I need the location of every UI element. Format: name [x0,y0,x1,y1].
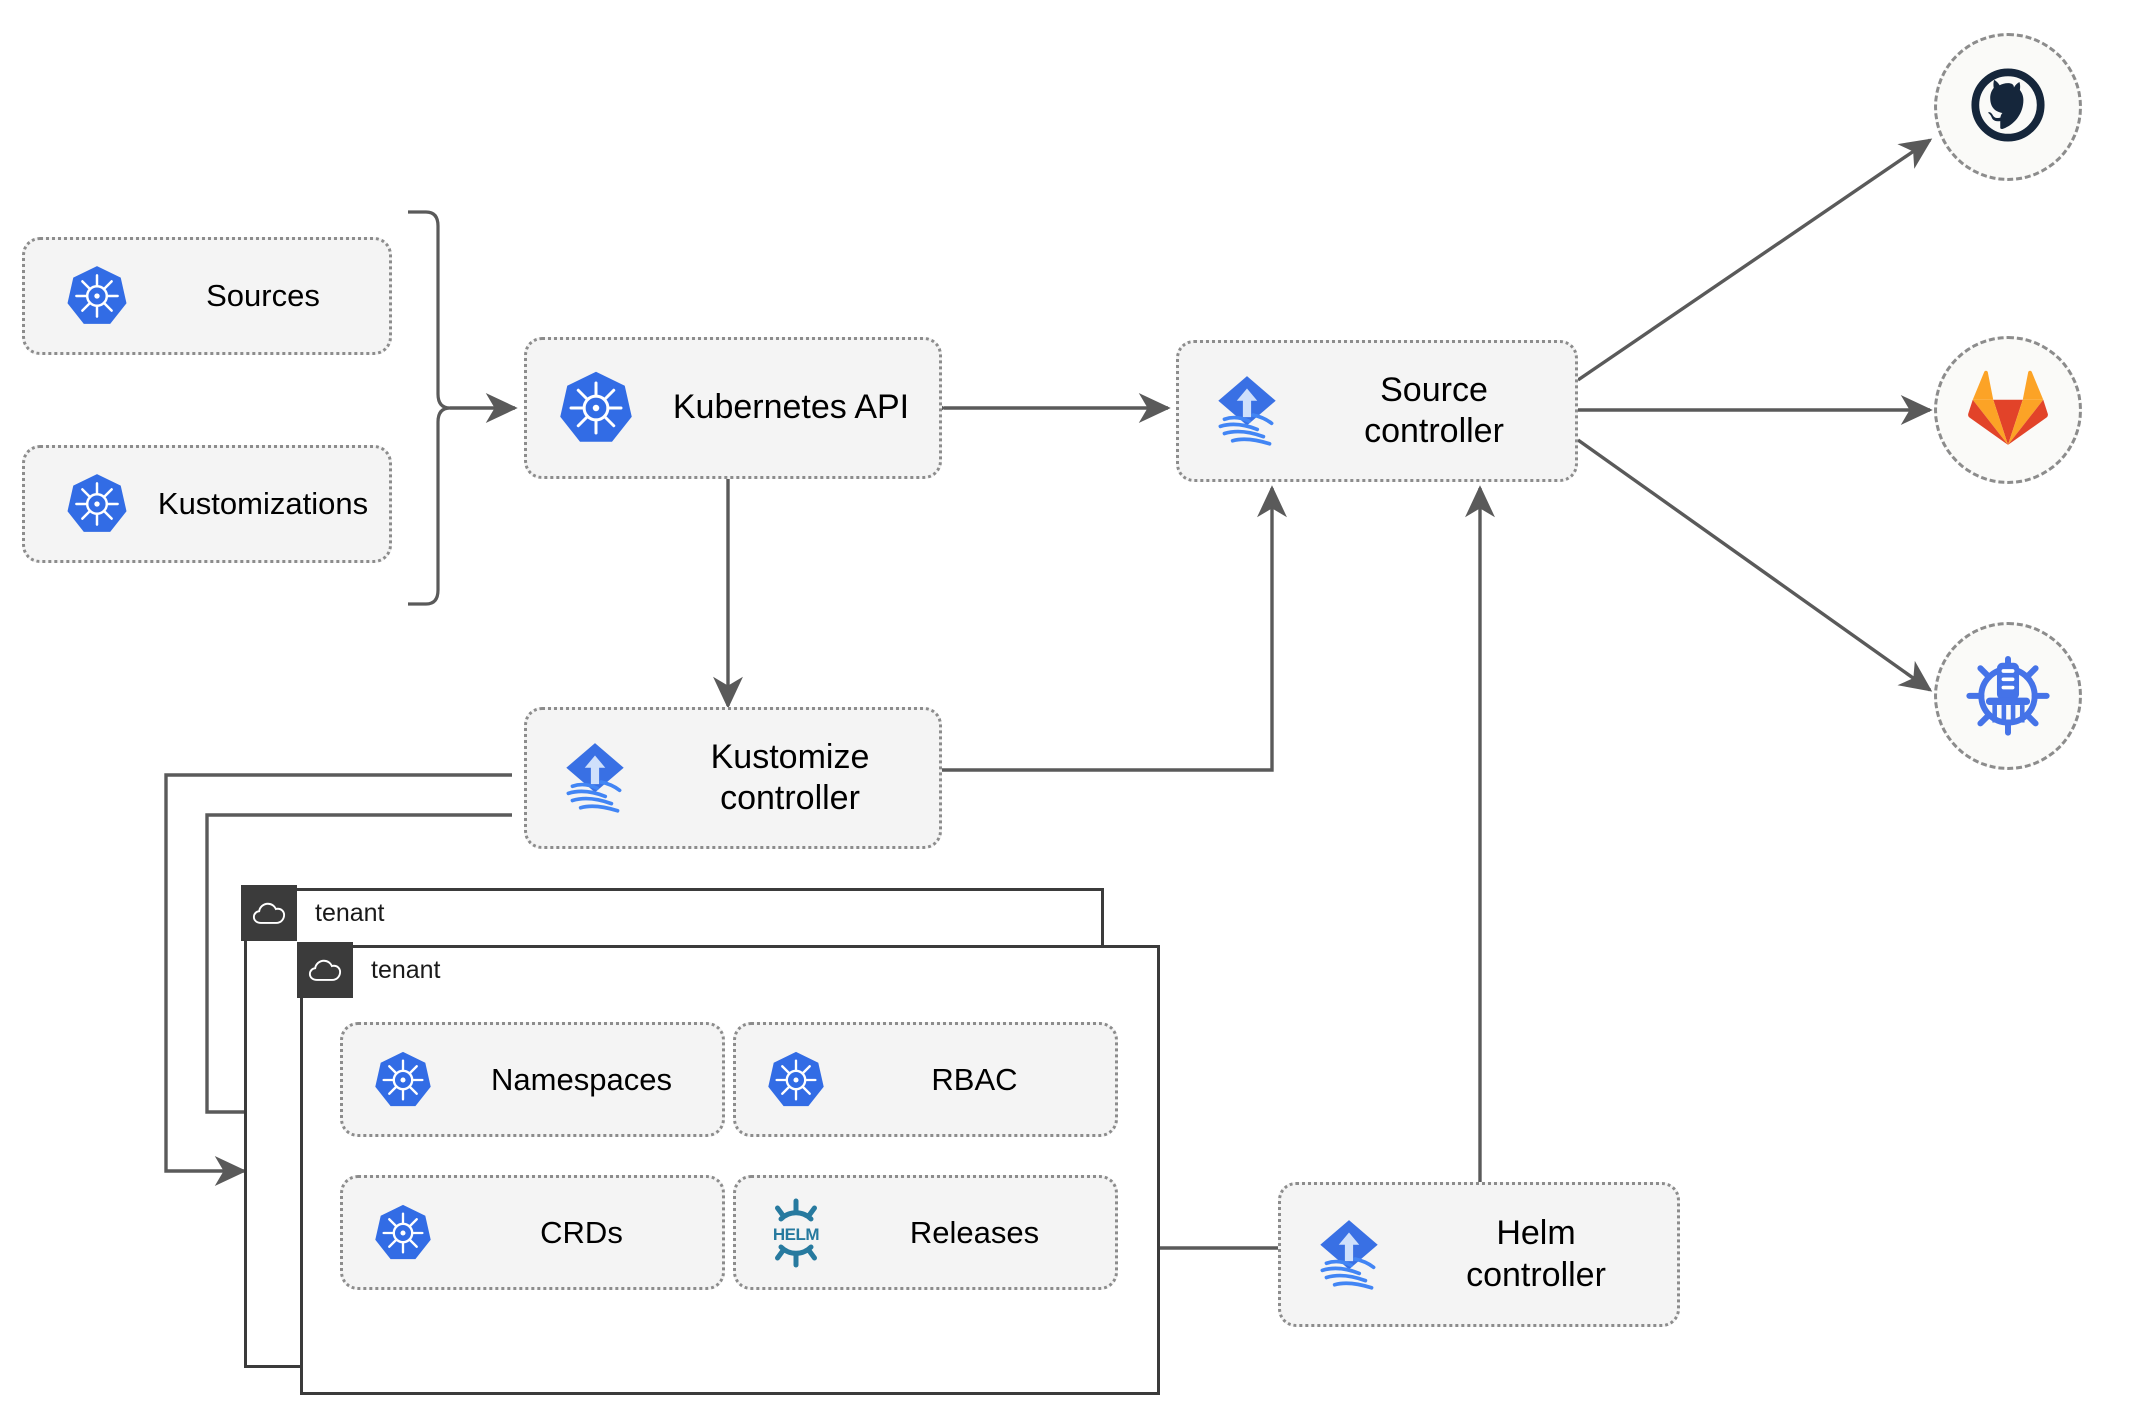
node-kubernetes-api[interactable]: Kubernetes API [524,337,942,479]
node-namespaces-label: Namespaces [491,1061,672,1097]
arrow-source-controller-to-helm-repository [1577,438,1933,692]
node-kustomize-controller-label: Kustomize controller [710,737,870,817]
node-crds-label: CRDs [540,1214,623,1250]
flux-icon [1193,370,1301,452]
node-rbac[interactable]: RBAC [733,1022,1118,1137]
cloud-icon [297,942,353,998]
provider-github[interactable] [1934,33,2082,181]
flux-icon [1295,1214,1403,1296]
kubernetes-icon [49,471,145,537]
helm-repository-icon [1962,648,2054,745]
tenant-inner[interactable] [300,945,1160,1395]
node-releases[interactable]: HELM Releases [733,1175,1118,1290]
kubernetes-icon [357,1049,449,1111]
node-sources-label: Sources [206,278,320,314]
flux-icon [541,737,649,819]
svg-text:HELM: HELM [773,1225,820,1244]
kubernetes-icon [541,368,651,448]
node-source-controller[interactable]: Source controller [1176,340,1578,482]
tenant-outer-header: tenant [241,885,385,941]
tenant-inner-header: tenant [297,942,441,998]
arrow-kustomize-controller-to-source-controller [940,485,1287,772]
kubernetes-icon [750,1049,842,1111]
arrow-kustomize-controller-to-tenant-outer [164,773,512,1186]
node-rbac-label: RBAC [931,1061,1018,1097]
node-kustomize-controller[interactable]: Kustomize controller [524,707,942,849]
node-sources[interactable]: Sources [22,237,392,355]
tenant-inner-label: tenant [371,955,441,984]
node-crds[interactable]: CRDs [340,1175,725,1290]
arrow-source-controller-to-github [1577,138,1933,382]
node-kubernetes-api-label: Kubernetes API [672,388,910,427]
kubernetes-icon [49,263,145,329]
node-helm-controller-label: Helm controller [1466,1214,1606,1294]
gitlab-icon [1967,369,2049,452]
provider-helm-repository[interactable] [1934,622,2082,770]
node-releases-label: Releases [909,1214,1040,1250]
github-icon [1965,62,2051,153]
provider-gitlab[interactable] [1934,336,2082,484]
node-kustomizations-label: Kustomizations [157,486,369,522]
helm-icon: HELM [750,1197,842,1269]
node-namespaces[interactable]: Namespaces [340,1022,725,1137]
node-helm-controller[interactable]: Helm controller [1278,1182,1680,1327]
node-source-controller-label: Source controller [1364,370,1504,450]
tenant-outer-label: tenant [315,898,385,927]
cloud-icon [241,885,297,941]
kubernetes-icon [357,1202,449,1264]
group-bracket [408,210,451,606]
node-kustomizations[interactable]: Kustomizations [22,445,392,563]
